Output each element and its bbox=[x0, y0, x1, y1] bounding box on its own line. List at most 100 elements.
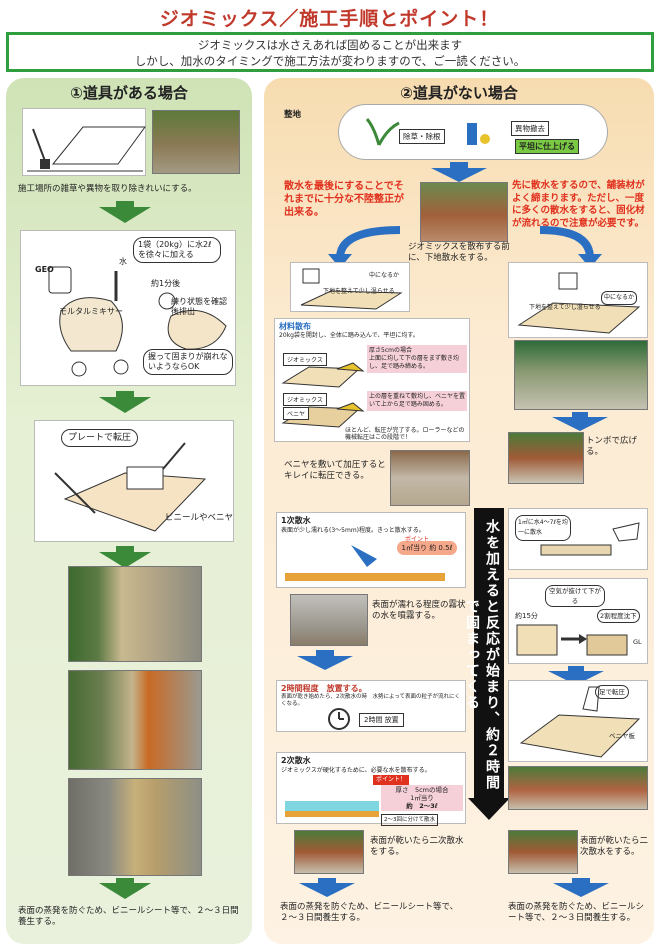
material-tag-1: ジオミックス bbox=[283, 353, 327, 366]
air-label: 空気が抜けて下がる bbox=[545, 585, 605, 607]
page-title: ジオミックス／施工手順とポイント！ bbox=[159, 8, 500, 30]
final-right-text: 表面の蒸発を防ぐため、ビニールシート等で、２～３日間養生する。 bbox=[508, 902, 645, 923]
two-hours-clock: 2時間 放置 bbox=[359, 713, 404, 727]
first-water-heading: 1次散水 bbox=[281, 516, 311, 525]
bubble-grip-test: 握って固まりが崩れないようならOK bbox=[143, 349, 233, 375]
watering-can-right-icon bbox=[540, 522, 640, 556]
photo-second-water-left bbox=[294, 830, 364, 874]
left-final-text: 表面の蒸発を防ぐため、ビニールシート等で、２～３日間養生する。 bbox=[18, 906, 239, 927]
second-water-point: ポイント！ bbox=[373, 775, 410, 785]
photo-foot-press bbox=[508, 766, 648, 810]
small-label-b2: 中になるか bbox=[601, 291, 638, 305]
mixer-drawing bbox=[48, 266, 227, 377]
first-water-line: 表面が少し濡れる(3～5mm)程度。きっと散水する。 bbox=[281, 527, 425, 534]
bubble-add-water: 1袋（20kg）に水2ℓを徐々に加える bbox=[133, 237, 221, 263]
step1-text: 施工場所の雑草や異物を取り除きれいにする。 bbox=[18, 184, 197, 194]
cloud-weeding: 除草・除根 bbox=[399, 129, 445, 144]
reaction-text: 水を加えると反応が始まり、約２時間で固まってくる bbox=[464, 512, 502, 798]
photo-finished bbox=[68, 778, 202, 876]
sink-amount: 2割程度沈下 bbox=[597, 609, 640, 623]
photo-mist bbox=[290, 594, 368, 646]
detail-1: 厚さ 5cmの場合 bbox=[395, 786, 449, 794]
material-footer: ほとんど、転圧が完了する。ローラーなどの機械転圧はこの段階で！ bbox=[345, 427, 465, 441]
photo-compacting bbox=[68, 670, 202, 770]
cleanup-illustration bbox=[22, 108, 146, 176]
arrow-shaft bbox=[572, 878, 590, 883]
clock-icon bbox=[328, 708, 350, 730]
material-line: 20kg袋を開封し、全体に踏み込んで、平坦に均す。 bbox=[279, 332, 419, 339]
photo-spreading-right bbox=[514, 340, 648, 410]
intro-box: ジオミックスは水さえあれば固めることが出来ます しかし、加水のタイミングで施工方… bbox=[6, 32, 654, 72]
settle-drawing bbox=[516, 624, 628, 656]
left-red-note: 散水を最後にすることでそれまでに十分な不陸整正が出来る。 bbox=[284, 181, 404, 218]
seichi-label: 整地 bbox=[284, 110, 302, 120]
cloud-debris: 異物撤去 bbox=[511, 121, 549, 136]
second-water-line: ジオミックスが硬化するために、必要な水を散布する。 bbox=[281, 767, 431, 774]
photo-second-water-right bbox=[508, 830, 578, 874]
second-water-detail: 厚さ 5cmの場合 1㎡当り 約 2～3ℓ bbox=[381, 785, 463, 811]
down-arrow-icon bbox=[431, 168, 487, 182]
mist-text: 表面が濡れる程度の霧状の水を噴霧する。 bbox=[372, 600, 466, 621]
veneer-board-label: ベニヤ板 bbox=[609, 732, 635, 740]
pre-water-left: 下地を整えて少し湿らせる 中になるか bbox=[290, 262, 410, 312]
arrow-shaft bbox=[568, 666, 584, 671]
arrow-shaft bbox=[316, 650, 334, 656]
detail-2: 1㎡当り bbox=[410, 794, 434, 802]
detail-4: 2～3回に分けて散水 bbox=[381, 814, 438, 826]
first-water-point: ポイント bbox=[405, 536, 430, 543]
intro-line-2: しかし、加水のタイミングで施工方法が変わりますので、ご一読ください。 bbox=[134, 54, 526, 68]
down-arrow-icon bbox=[299, 883, 355, 897]
spreading-drawing bbox=[517, 272, 641, 334]
arrow-shaft bbox=[116, 546, 134, 552]
material-tag-2: ジオミックス bbox=[283, 393, 327, 406]
down-arrow-icon bbox=[297, 656, 353, 670]
arrow-shaft bbox=[116, 201, 134, 207]
reaction-arrow-icon bbox=[468, 798, 510, 820]
bubble-plate: プレートで転圧 bbox=[61, 429, 139, 447]
dry-left-text: 表面が乾いたら二次散水をする。 bbox=[370, 836, 464, 857]
photo-tombo bbox=[508, 432, 584, 484]
sprinkle-drawing bbox=[285, 545, 445, 581]
panel-right-title: ②道具がない場合 bbox=[400, 84, 518, 102]
panel-left-title: ①道具がある場合 bbox=[70, 84, 188, 102]
material-point-1a: 厚さ5cmの場合 bbox=[369, 347, 412, 354]
arrow-shaft bbox=[572, 412, 588, 417]
compactor-drawing bbox=[54, 442, 207, 532]
final-left-text: 表面の蒸発を防ぐため、ビニールシート等で、２～３日間養生する。 bbox=[280, 902, 459, 923]
cloud-level: 平坦に仕上げる bbox=[515, 139, 579, 154]
small-label-a: 下地を整えて少し湿らせる bbox=[323, 288, 395, 295]
foot-press-label: 足で転圧 bbox=[595, 685, 629, 699]
mixer-illustration: GEO 水 1袋（20kg）に水2ℓを徐々に加える 約1分後 練り状態を確認後排… bbox=[20, 230, 236, 386]
bubble-one-minute: 約1分後 bbox=[151, 279, 181, 288]
center-text: ジオミックスを散布する前に、下地散水をする。 bbox=[408, 242, 510, 263]
sink-time: 約15分 bbox=[515, 612, 538, 620]
pre-water-right: 下地を整えて少し湿らせる 中になるか bbox=[508, 262, 648, 338]
photo-spreading bbox=[68, 566, 202, 662]
material-heading: 材料散布 bbox=[279, 322, 311, 331]
second-water-drawing bbox=[285, 801, 379, 817]
water-right-box: 1㎡に水4～7ℓを均一に散水 bbox=[508, 508, 648, 570]
weed-icon bbox=[365, 118, 490, 146]
dry-right-text: 表面が乾いたら二次散水をする。 bbox=[580, 836, 649, 857]
down-arrow-icon bbox=[99, 883, 151, 899]
prep-cloud: 除草・除根 異物撤去 平坦に仕上げる bbox=[338, 104, 608, 160]
photo-veneer bbox=[390, 450, 470, 506]
water-label: 水 bbox=[119, 257, 127, 266]
branch-arrows bbox=[328, 226, 602, 268]
down-arrow-icon bbox=[99, 207, 151, 223]
arrow-shaft bbox=[116, 391, 134, 397]
arrow-shaft bbox=[318, 878, 336, 883]
cleanup-photo bbox=[152, 110, 240, 174]
bubble-check: 練り状態を確認後排出 bbox=[171, 297, 227, 316]
arrow-shaft bbox=[116, 878, 134, 883]
bag-label: GEO bbox=[35, 265, 54, 274]
down-arrow-icon bbox=[99, 397, 151, 413]
second-water-box: 2次散水 ジオミックスが硬化するために、必要な水を散布する。 ポイント！ 厚さ … bbox=[276, 752, 466, 826]
material-point-1: 厚さ5cmの場合 上面に均して下の層をまず敷き均し、足で踏み締める。 bbox=[367, 345, 467, 373]
tombo-text: トンボで広げる。 bbox=[586, 436, 638, 457]
small-label-a2: 下地を整えて少し湿らせる bbox=[529, 304, 601, 311]
down-arrow-icon bbox=[99, 552, 151, 568]
down-arrow-icon bbox=[553, 883, 609, 897]
material-point-1b: 上面に均して下の層をまず敷き均し、足で踏み締める。 bbox=[369, 355, 459, 370]
mixer-label: モルタルミキサー bbox=[59, 307, 123, 316]
